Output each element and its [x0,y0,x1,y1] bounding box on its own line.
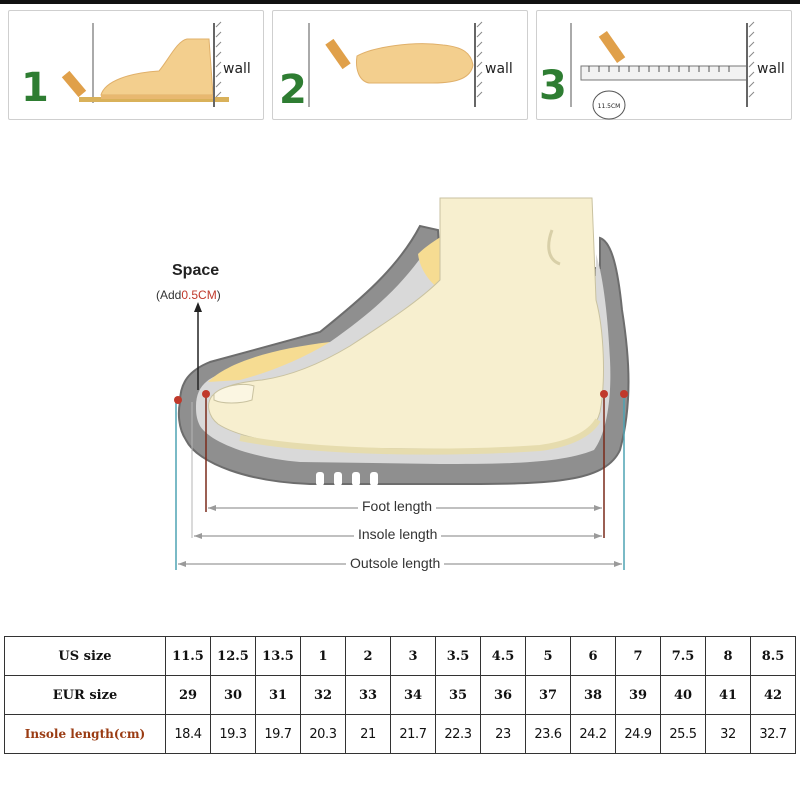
foot [208,197,604,451]
step-3-number: 3 [539,63,567,109]
eur-size-cell: 32 [300,675,346,715]
space-add-suffix: ) [216,288,221,302]
eur-size-header: EUR size [4,675,166,715]
eur-size-cell: 36 [480,675,526,715]
insole-length-cell: 20.3 [300,714,346,754]
eur-size-cell: 38 [570,675,616,715]
insole-length-cell: 21.7 [390,714,436,754]
step-1-panel: 1 wall [8,10,264,120]
us-size-cell: 8.5 [750,636,796,676]
eur-size-cell: 39 [615,675,661,715]
insole-length-cell: 18.4 [165,714,211,754]
insole-length-cell: 22.3 [435,714,481,754]
space-title: Space [172,262,220,279]
ruler [580,65,748,81]
step-3-panel: 3 11.5CM wall [536,10,792,120]
insole-length-cell: 21 [345,714,391,754]
us-size-cell: 8 [705,636,751,676]
us-size-cell: 3.5 [435,636,481,676]
ruler-reading: 11.5CM [598,103,621,110]
heel-marker [600,390,608,398]
us-size-cell: 4.5 [480,636,526,676]
step-2-wall-label: wall [485,61,513,77]
us-size-cell: 11.5 [165,636,211,676]
eur-size-cell: 30 [210,675,256,715]
us-size-cell: 3 [390,636,436,676]
us-size-row: US size 11.5 12.5 13.5 1 2 3 3.5 4.5 5 6… [4,636,796,676]
toe [213,383,255,404]
eur-size-cell: 35 [435,675,481,715]
eur-size-cell: 33 [345,675,391,715]
us-size-cell: 13.5 [255,636,301,676]
ruler-reading-circle [592,90,626,120]
insole-length-cell: 32.7 [750,714,796,754]
us-size-cell: 1 [300,636,346,676]
outsole-toe-marker [174,396,182,404]
step-2-number: 2 [279,67,307,113]
insole-length-cell: 25.5 [660,714,706,754]
outsole-length-label: Outsole length [346,555,445,571]
shoe-foot-diagram [174,197,630,570]
eur-size-cell: 29 [165,675,211,715]
tread-notches [316,472,378,486]
space-add-prefix: (Add [156,288,182,302]
foot-toe-marker [202,390,210,398]
us-size-cell: 2 [345,636,391,676]
pencil-icon [598,31,626,63]
us-size-cell: 7.5 [660,636,706,676]
step-2-panel: 2 wall [272,10,528,120]
eur-size-cell: 40 [660,675,706,715]
us-size-cell: 5 [525,636,571,676]
us-size-header: US size [4,636,166,676]
step-1-illustration: 1 [21,21,229,111]
step-1-number: 1 [21,65,49,111]
insole-length-cell: 23 [480,714,526,754]
eur-size-cell: 31 [255,675,301,715]
insole-length-cell: 19.7 [255,714,301,754]
eur-size-cell: 42 [750,675,796,715]
insole-length-cell: 32 [705,714,751,754]
step-3-wall-label: wall [757,61,785,77]
eur-size-cell: 34 [390,675,436,715]
eur-size-row: EUR size 29 30 31 32 33 34 35 36 37 38 3… [4,675,796,715]
insole-length-cell: 24.9 [615,714,661,754]
space-add-value: 0.5CM [181,288,217,302]
insole-length-cell: 24.2 [570,714,616,754]
space-add-note: (Add0.5CM) [156,288,221,302]
insole-length-header: Insole length(cm) [4,714,166,754]
insole-length-label: Insole length [354,526,442,542]
insole-length-cell: 23.6 [525,714,571,754]
insole-length-cell: 19.3 [210,714,256,754]
ankle-bone [547,229,561,266]
us-size-cell: 7 [615,636,661,676]
eur-size-cell: 41 [705,675,751,715]
collar-insole [418,236,442,290]
toe-insole [208,342,330,382]
step-3-illustration: 3 11.5CM [539,21,755,120]
foot-length-label: Foot length [358,498,437,514]
size-chart-table: US size 11.5 12.5 13.5 1 2 3 3.5 4.5 5 6… [4,636,796,754]
insole-length-row: Insole length(cm) 18.4 19.3 19.7 20.3 21… [4,714,796,754]
step-2-illustration: 2 [279,21,483,113]
pencil-icon [61,70,87,98]
eur-size-cell: 37 [525,675,571,715]
step-1-wall-label: wall [223,61,251,77]
outsole-heel-marker [620,390,628,398]
us-size-cell: 12.5 [210,636,256,676]
us-size-cell: 6 [570,636,616,676]
pencil-icon [325,38,351,70]
top-border [0,0,800,4]
